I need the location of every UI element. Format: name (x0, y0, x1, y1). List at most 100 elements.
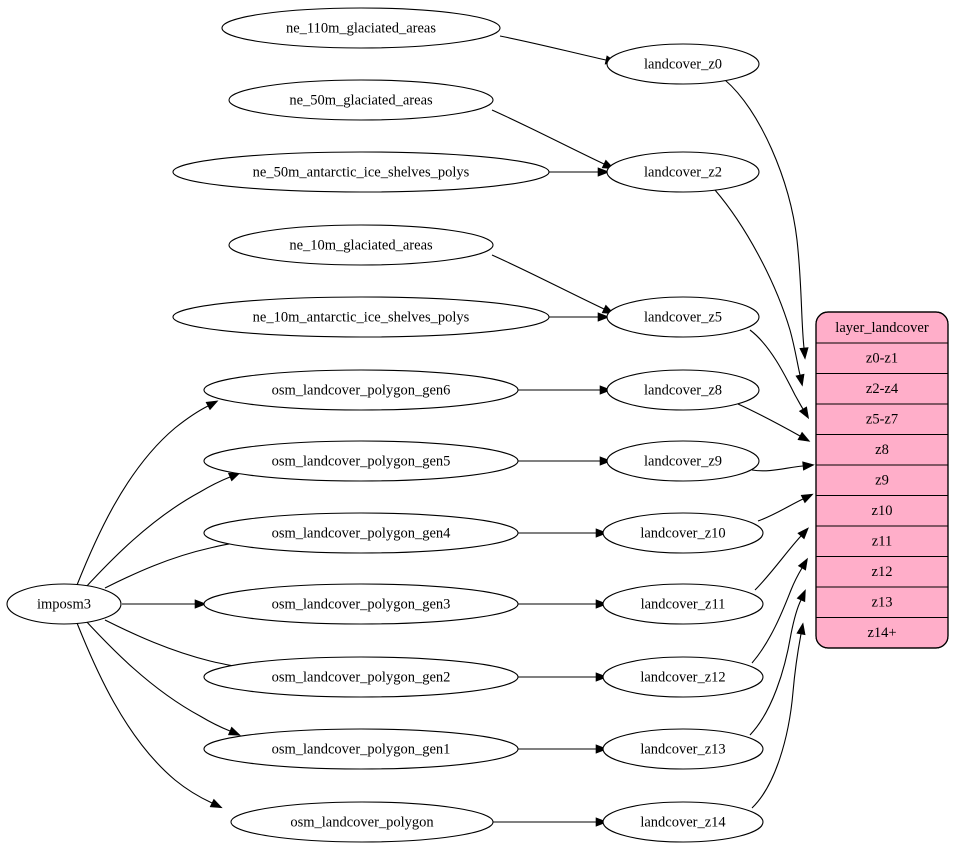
node-ne_10m_glaciated_areas[interactable]: ne_10m_glaciated_areas (228, 224, 494, 266)
edge-path (751, 567, 803, 664)
node-shape-natural-earth-source (172, 151, 550, 193)
arrowhead-icon (595, 817, 608, 827)
record-row-z10[interactable] (816, 496, 948, 527)
edge-path (84, 619, 231, 732)
arrowhead-icon (194, 599, 207, 609)
record-row-z13[interactable] (816, 587, 948, 618)
edge-path (104, 540, 246, 589)
edge-path (499, 35, 607, 61)
node-landcover_z11[interactable]: landcover_z11 (602, 583, 764, 625)
edge-osm_landcover_polygon_gen1-to-landcover_z13 (518, 744, 608, 754)
edge-path (749, 599, 802, 736)
node-osm_landcover_polygon_gen2[interactable]: osm_landcover_polygon_gen2 (203, 656, 519, 698)
node-shape-osm-table (203, 728, 519, 770)
arrowhead-icon (205, 400, 219, 411)
record-row-z5-z7[interactable] (816, 404, 948, 435)
edge-path (76, 405, 209, 586)
node-osm_landcover_polygon_gen3[interactable]: osm_landcover_polygon_gen3 (203, 583, 519, 625)
record-table-outline (815, 311, 949, 649)
edge-landcover_z0-to-z0-z1 (724, 79, 809, 360)
edge-imposm3-to-osm_landcover_polygon (76, 622, 223, 809)
record-row-z11[interactable] (816, 526, 948, 557)
node-osm_landcover_polygon_gen4[interactable]: osm_landcover_polygon_gen4 (203, 512, 519, 554)
edge-path (754, 535, 802, 591)
node-shape-landcover-view (606, 151, 760, 193)
node-ne_50m_antarctic_ice_shelves_polys[interactable]: ne_50m_antarctic_ice_shelves_polys (172, 151, 550, 193)
edge-osm_landcover_polygon-to-landcover_z14 (493, 817, 608, 827)
edge-landcover_z12-to-z12 (751, 557, 808, 664)
edge-path (491, 109, 605, 165)
arrowhead-icon (595, 599, 608, 609)
record-row-z9[interactable] (816, 465, 948, 496)
node-landcover_z12[interactable]: landcover_z12 (602, 656, 764, 698)
record-row-z8[interactable] (816, 435, 948, 466)
node-shape-osm-table (230, 801, 494, 843)
node-shape-osm-table (203, 512, 519, 554)
edge-landcover_z8-to-z8 (737, 403, 811, 442)
node-ne_110m_glaciated_areas[interactable]: ne_110m_glaciated_areas (221, 7, 501, 49)
node-landcover_z14[interactable]: landcover_z14 (602, 801, 764, 843)
arrowhead-icon (796, 589, 806, 603)
node-shape-osm-table (203, 440, 519, 482)
node-shape-landcover-view (606, 440, 760, 482)
edges-layer (76, 35, 815, 827)
node-shape-landcover-view (602, 583, 764, 625)
record-row-z12[interactable] (816, 557, 948, 588)
node-shape-osm-table (203, 369, 519, 411)
node-shape-landcover-view (602, 656, 764, 698)
node-osm_landcover_polygon[interactable]: osm_landcover_polygon (230, 801, 494, 843)
edge-imposm3-to-osm_landcover_polygon_gen3 (122, 599, 207, 609)
arrowhead-icon (800, 493, 814, 504)
node-shape-landcover-view (606, 43, 760, 85)
arrowhead-icon (595, 744, 608, 754)
edge-osm_landcover_polygon_gen6-to-landcover_z8 (518, 385, 612, 395)
edge-path (714, 189, 801, 376)
edge-ne_10m_antarctic_ice_shelves_polys-to-landcover_z5 (549, 312, 610, 322)
node-shape-landcover-view (606, 296, 760, 338)
arrowhead-icon (599, 456, 612, 466)
arrowhead-icon (797, 557, 808, 571)
arrowhead-icon (798, 406, 810, 420)
node-shape-importer (6, 583, 122, 625)
edge-landcover_z9-to-z9 (751, 461, 815, 472)
node-landcover_z2[interactable]: landcover_z2 (606, 151, 760, 193)
node-imposm3[interactable]: imposm3 (6, 583, 122, 625)
node-ne_50m_glaciated_areas[interactable]: ne_50m_glaciated_areas (228, 79, 494, 121)
node-osm_landcover_polygon_gen6[interactable]: osm_landcover_polygon_gen6 (203, 369, 519, 411)
node-landcover_z8[interactable]: landcover_z8 (606, 369, 760, 411)
node-osm_landcover_polygon_gen5[interactable]: osm_landcover_polygon_gen5 (203, 440, 519, 482)
edge-osm_landcover_polygon_gen5-to-landcover_z9 (518, 456, 612, 466)
node-landcover_z5[interactable]: landcover_z5 (606, 296, 760, 338)
node-shape-natural-earth-source (228, 224, 494, 266)
node-shape-osm-table (203, 583, 519, 625)
edge-osm_landcover_polygon_gen3-to-landcover_z11 (518, 599, 608, 609)
record-table-header[interactable] (816, 312, 948, 343)
edge-landcover_z5-to-z5-z7 (749, 329, 810, 420)
record-table-layer_landcover[interactable]: layer_landcoverz0-z1z2-z4z5-z7z8z9z10z11… (815, 311, 949, 649)
node-shape-osm-table (203, 656, 519, 698)
node-osm_landcover_polygon_gen1[interactable]: osm_landcover_polygon_gen1 (203, 728, 519, 770)
edge-imposm3-to-osm_landcover_polygon_gen5 (84, 472, 241, 589)
arrowhead-icon (595, 528, 608, 538)
node-landcover_z0[interactable]: landcover_z0 (606, 43, 760, 85)
node-shape-landcover-view (602, 512, 764, 554)
arrowhead-icon (595, 672, 608, 682)
node-landcover_z9[interactable]: landcover_z9 (606, 440, 760, 482)
node-ne_10m_antarctic_ice_shelves_polys[interactable]: ne_10m_antarctic_ice_shelves_polys (172, 296, 550, 338)
edge-path (757, 498, 804, 522)
arrowhead-icon (799, 347, 809, 360)
edge-landcover_z11-to-z11 (754, 527, 809, 591)
edge-path (737, 403, 801, 437)
node-shape-natural-earth-source (228, 79, 494, 121)
edge-osm_landcover_polygon_gen2-to-landcover_z12 (518, 672, 608, 682)
arrowhead-icon (597, 312, 610, 322)
edge-imposm3-to-osm_landcover_polygon_gen1 (84, 619, 241, 736)
record-row-z0-z1[interactable] (816, 343, 948, 374)
record-table-layer: layer_landcoverz0-z1z2-z4z5-z7z8z9z10z11… (815, 311, 949, 649)
node-landcover_z10[interactable]: landcover_z10 (602, 512, 764, 554)
nodes-layer: ne_110m_glaciated_areas ne_50m_glaciated_… (6, 7, 764, 843)
node-landcover_z13[interactable]: landcover_z13 (602, 728, 764, 770)
record-row-z2-z4[interactable] (816, 374, 948, 405)
record-row-z14+[interactable] (816, 618, 948, 649)
edge-path (751, 633, 802, 809)
